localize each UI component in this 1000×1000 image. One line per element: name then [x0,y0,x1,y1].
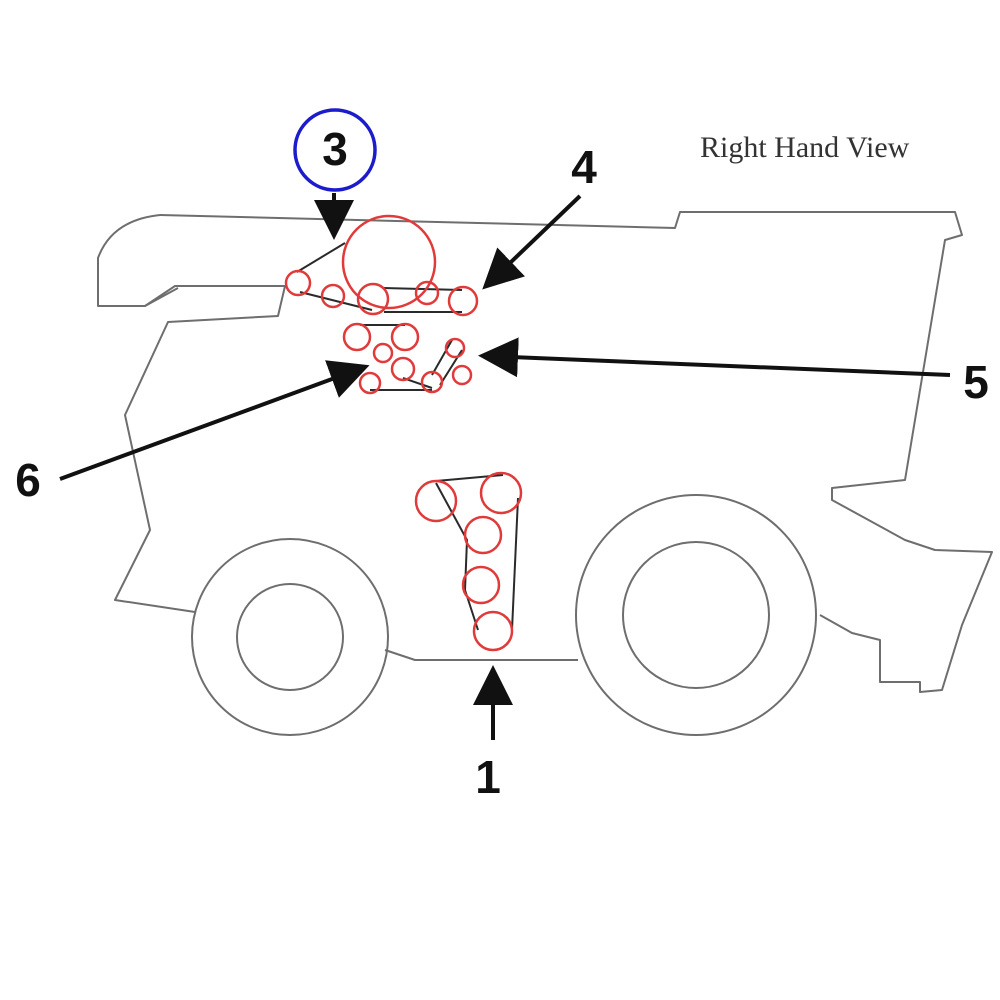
front-wheel [191,538,389,736]
lower-belt-drive [414,471,523,652]
pulley-u1 [284,269,312,297]
pulley-l4 [461,565,501,605]
rear-wheel [575,494,817,736]
callout-5-arrow [478,337,951,378]
pulley-u4 [414,280,440,306]
pulley-m7 [444,337,466,359]
callout-1-label: 1 [475,751,501,803]
pulley-u2 [320,283,346,309]
middle-belt-drive [342,322,473,395]
upper-belt-drive [284,214,479,317]
combine-body-outline [159,211,993,693]
belt-lower-right [511,497,519,631]
belt-upper-c [382,287,463,291]
cab-roof-line [144,287,179,307]
view-title: Right Hand View [700,131,910,164]
callout-6-label: 6 [15,454,41,506]
callout-3-label: 3 [322,123,348,175]
pulley-l5 [472,610,514,652]
callout-5-label: 5 [963,356,989,408]
pulley-m6 [420,370,444,394]
pulley-m2 [390,322,420,352]
front-wheel-hub [236,583,344,691]
pulley-l1 [414,479,458,523]
pulley-m1 [342,322,372,352]
callout-3-highlight-ring [293,108,377,192]
rear-wheel-hub [622,541,770,689]
pulley-m3 [372,342,394,364]
belt-mid-c [431,339,453,376]
chassis-bottom-line [384,649,578,661]
belt-lower-left [435,482,479,631]
combine-front-outline [97,214,286,613]
pulley-l3 [463,515,503,555]
callout-4-arrow [482,194,582,290]
belt-upper-a [296,242,346,273]
pulley-l2 [479,471,523,515]
pulley-u3 [356,282,390,316]
pulley-m4 [390,356,416,382]
callout-4-label: 4 [571,141,597,193]
pulley-m8 [451,364,473,386]
pulley-large [341,214,437,310]
pulley-u5 [447,285,479,317]
callout-6-arrow [59,360,370,481]
combine-outline [97,211,993,736]
